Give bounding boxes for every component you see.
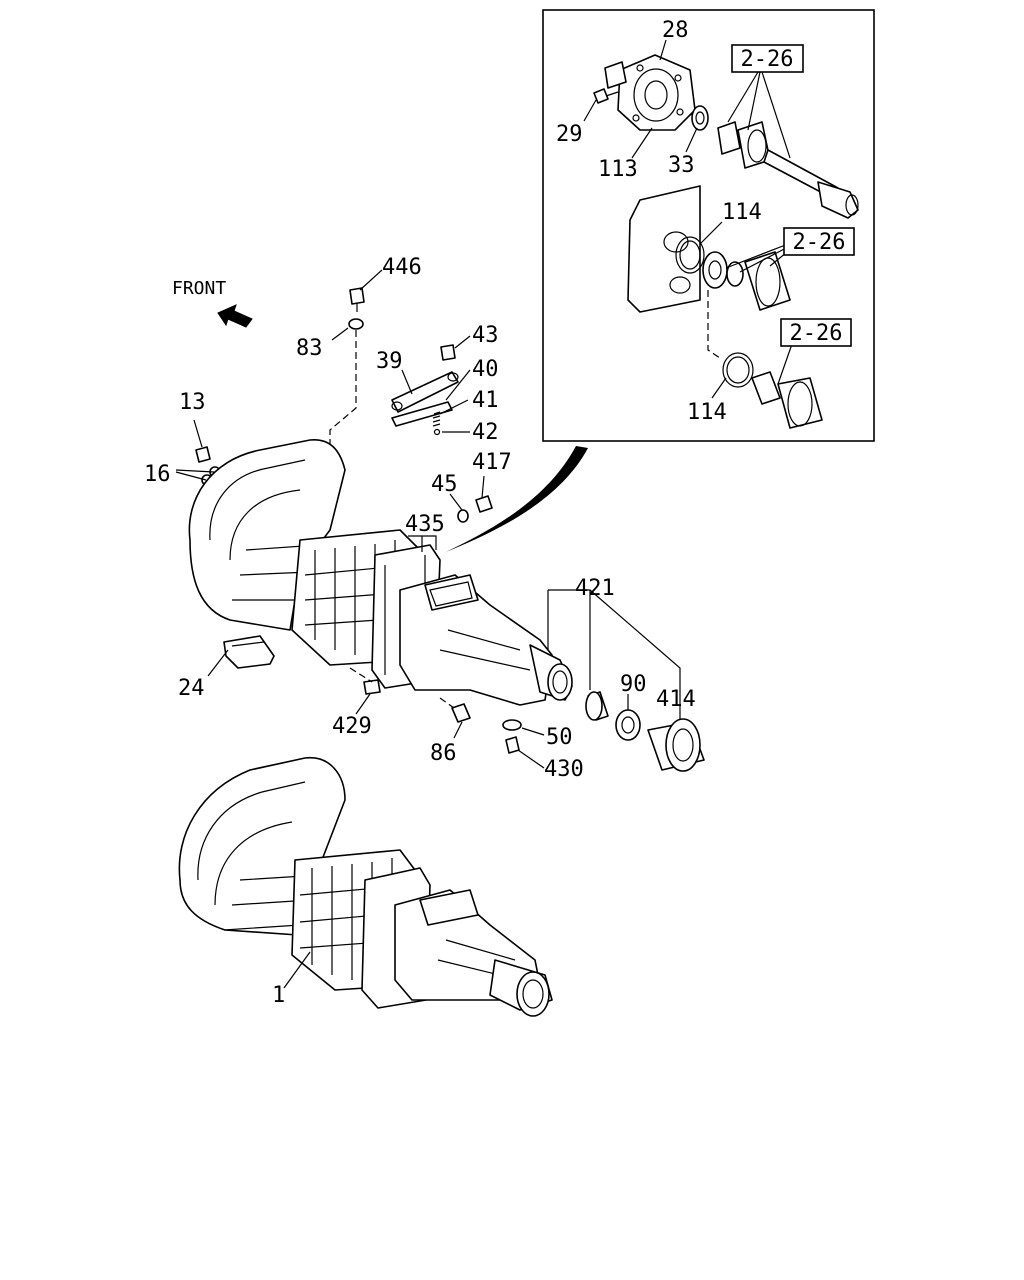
callout-1[interactable]: 1 <box>272 983 285 1008</box>
callout-414[interactable]: 414 <box>656 687 696 712</box>
part-429-pin[interactable] <box>363 679 381 695</box>
part-28-cover[interactable] <box>604 54 696 131</box>
front-direction-arrow <box>217 304 253 328</box>
callout-41[interactable]: 41 <box>472 388 499 413</box>
part-86-bolt[interactable] <box>439 697 471 723</box>
group-ref-label: 2-26 <box>741 47 794 72</box>
reverse-gear-assembly[interactable] <box>751 371 823 429</box>
part-39-shift-link[interactable] <box>391 371 459 413</box>
inset-pointer-wedge <box>446 446 588 552</box>
callout-40[interactable]: 40 <box>472 357 499 382</box>
callout-24[interactable]: 24 <box>178 676 205 701</box>
callout-13[interactable]: 13 <box>179 390 206 415</box>
group-ref-label: 2-26 <box>793 230 846 255</box>
part-417-bolt[interactable] <box>475 495 493 513</box>
group-ref-box-3[interactable]: 2-26 <box>780 318 852 347</box>
callout-113[interactable]: 113 <box>598 157 638 182</box>
callout-114-upper[interactable]: 114 <box>722 200 762 225</box>
callout-39[interactable]: 39 <box>376 349 403 374</box>
group-ref-label: 2-26 <box>790 321 843 346</box>
callout-42[interactable]: 42 <box>472 420 499 445</box>
part-446-bolt[interactable] <box>349 287 365 312</box>
counter-gear-assembly[interactable] <box>702 251 791 311</box>
callout-86[interactable]: 86 <box>430 741 457 766</box>
callout-417[interactable]: 417 <box>472 450 512 475</box>
callout-16[interactable]: 16 <box>144 462 171 487</box>
part-1-transmission-assembly[interactable] <box>178 757 553 1017</box>
callout-90[interactable]: 90 <box>620 672 647 697</box>
callout-33[interactable]: 33 <box>668 153 695 178</box>
part-42-ball[interactable] <box>433 428 441 436</box>
center-plate[interactable] <box>627 185 701 313</box>
group-ref-box-2[interactable]: 2-26 <box>783 227 855 256</box>
part-29-bolt[interactable] <box>593 88 619 104</box>
callout-29[interactable]: 29 <box>556 122 583 147</box>
callout-421[interactable]: 421 <box>575 576 615 601</box>
front-label: FRONT <box>172 278 226 299</box>
part-24-cover[interactable] <box>223 635 275 669</box>
callout-45[interactable]: 45 <box>431 472 458 497</box>
part-50-washer[interactable] <box>502 719 522 731</box>
part-13-plug[interactable] <box>195 446 211 463</box>
part-421-sleeve[interactable] <box>585 691 609 721</box>
part-43-bolt[interactable] <box>440 344 456 361</box>
part-40-plate[interactable] <box>391 401 453 427</box>
part-90-seal[interactable] <box>615 709 641 741</box>
callout-446[interactable]: 446 <box>382 255 422 280</box>
callout-83[interactable]: 83 <box>296 336 323 361</box>
callout-430[interactable]: 430 <box>544 757 584 782</box>
part-414-dust-cover[interactable] <box>647 718 705 772</box>
part-83-washer[interactable] <box>348 318 364 330</box>
callout-435[interactable]: 435 <box>405 512 445 537</box>
part-33-bearing[interactable] <box>691 105 709 131</box>
part-114-snap-ring-lower[interactable] <box>722 352 754 388</box>
group-ref-box-1[interactable]: 2-26 <box>731 44 804 73</box>
transmission-case-exploded[interactable] <box>188 439 573 706</box>
callout-28[interactable]: 28 <box>662 18 689 43</box>
inset-frame <box>542 9 875 442</box>
callout-43[interactable]: 43 <box>472 323 499 348</box>
callout-50[interactable]: 50 <box>546 725 573 750</box>
part-114-snap-ring-upper[interactable] <box>675 236 705 274</box>
pin-429-dash <box>349 667 373 683</box>
bolt-446-dash <box>329 330 357 530</box>
output-shaft-assembly[interactable] <box>717 121 859 219</box>
part-45-washer[interactable] <box>457 509 469 523</box>
callout-429[interactable]: 429 <box>332 714 372 739</box>
part-41-spring[interactable] <box>432 411 441 427</box>
callout-114-lower[interactable]: 114 <box>687 400 727 425</box>
part-430-bolt[interactable] <box>505 736 520 754</box>
